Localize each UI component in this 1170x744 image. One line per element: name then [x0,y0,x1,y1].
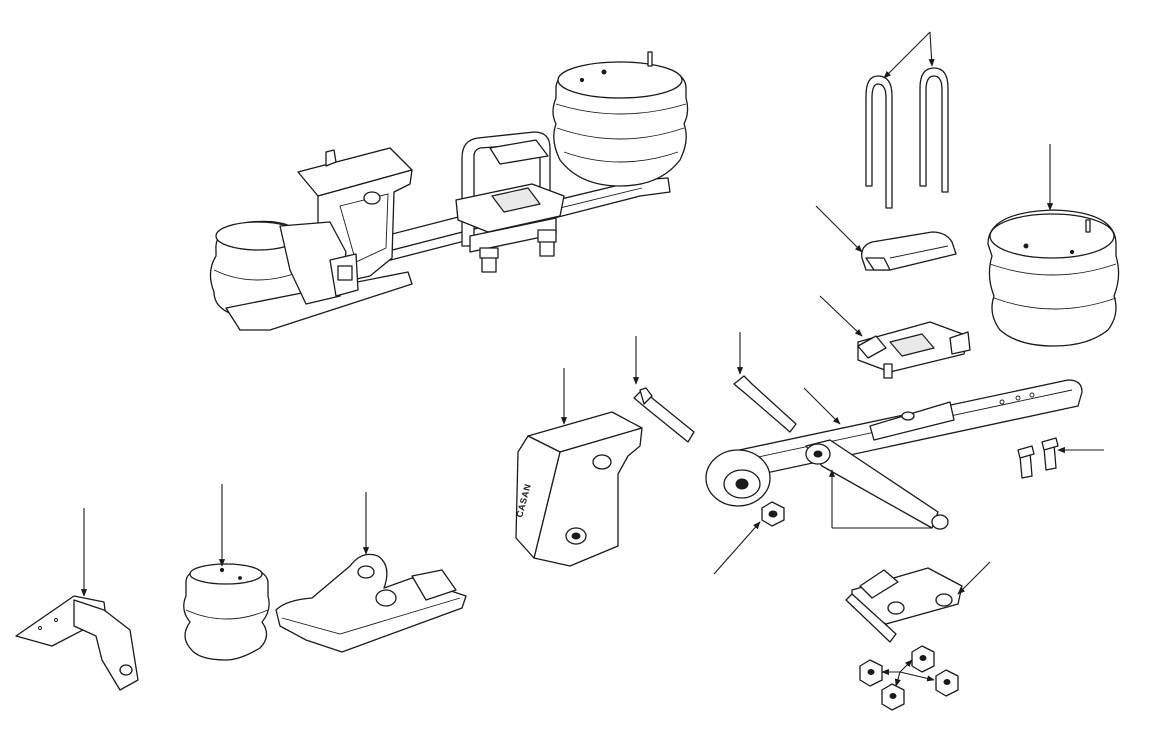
mounting-bolts [1017,437,1104,479]
axle-seat-top-pad [815,205,957,271]
assembly-air-spring-rear [552,51,689,187]
axle-seat-upper [819,295,971,379]
nut-1 [859,659,883,687]
air-spring-small [183,484,270,661]
lower-beam-plate [275,492,467,653]
lock-nut [713,501,785,575]
shock-bolt [733,332,797,433]
nut-3 [935,669,959,697]
small-bracket [15,508,139,691]
u-bolt-nuts [859,645,959,711]
axle-seat-bottom [845,561,991,643]
shock-absorber [805,439,949,530]
pivot-bolt [632,336,695,443]
u-bolts [865,31,949,209]
air-spring [987,144,1120,347]
spring-seat-bracket: CASAN [514,368,643,567]
nut-2 [911,645,935,673]
assembled-suspension [209,51,689,331]
assembly-air-spring-front [209,220,413,331]
nut-4 [881,683,905,711]
assembly-u-bolt-clamp [455,131,565,273]
